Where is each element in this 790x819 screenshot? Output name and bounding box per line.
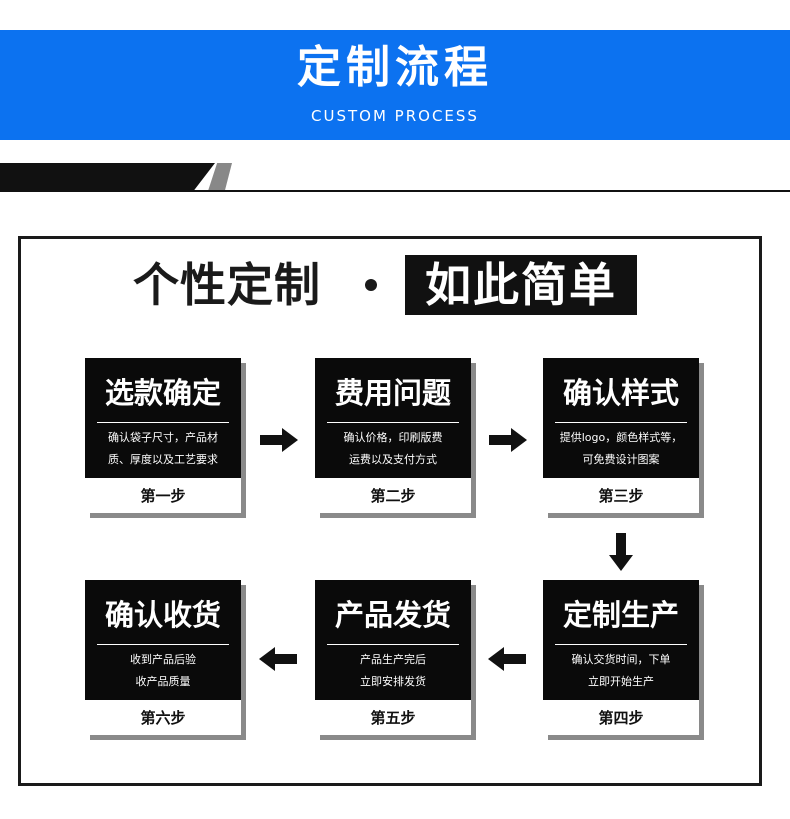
card-footer: 第三步 <box>543 478 699 513</box>
step-description-line-1: 产品生产完后 <box>360 653 426 666</box>
step-description-line-2: 可免费设计图案 <box>582 453 660 466</box>
step-card-5: 产品发货 产品生产完后 立即安排发货 第五步 <box>315 580 476 740</box>
section-tab-label: 定制流程/CUSTOM PROCESS <box>9 7 175 21</box>
step-description-line-1: 确认交货时间，下单 <box>571 653 671 666</box>
step-number: 第三步 <box>598 487 644 505</box>
step-description-line-1: 收到产品后验 <box>130 653 196 666</box>
card-body: 确认样式 提供logo，颜色样式等， 可免费设计图案 <box>543 358 699 478</box>
step-title: 费用问题 <box>334 376 451 410</box>
step-title: 选款确定 <box>104 376 221 410</box>
process-frame <box>18 236 762 786</box>
step-card-6: 确认收货 收到产品后验 收产品质量 第六步 <box>85 580 246 740</box>
step-number: 第四步 <box>598 709 644 727</box>
step-card-4: 定制生产 确认交货时间，下单 立即开始生产 第四步 <box>543 580 704 740</box>
card-footer: 第五步 <box>315 700 471 735</box>
headline-left: 个性定制 <box>133 258 321 312</box>
arrow-right-icon <box>260 428 298 452</box>
step-number: 第二步 <box>370 487 416 505</box>
headline-highlight: 如此简单 <box>405 255 637 315</box>
step-title: 产品发货 <box>334 598 451 632</box>
card-body: 费用问题 确认价格，印刷版费 运费以及支付方式 <box>315 358 471 478</box>
step-card-1: 选款确定 确认袋子尺寸，产品材 质、厚度以及工艺要求 第一步 <box>85 358 246 518</box>
step-title: 确认收货 <box>104 598 221 632</box>
banner-title: 定制流程 <box>297 42 493 93</box>
step-description-line-2: 立即开始生产 <box>588 675 654 688</box>
step-description-line-1: 提供logo，颜色样式等， <box>559 431 683 444</box>
step-card-2: 费用问题 确认价格，印刷版费 运费以及支付方式 第二步 <box>315 358 476 518</box>
step-description-line-2: 立即安排发货 <box>360 675 426 688</box>
card-divider <box>97 644 229 645</box>
card-footer: 第四步 <box>543 700 699 735</box>
card-divider <box>327 644 459 645</box>
step-description-line-1: 确认袋子尺寸，产品材 <box>108 431 218 444</box>
header-banner: 定制流程 CUSTOM PROCESS <box>0 30 790 140</box>
banner-subtitle: CUSTOM PROCESS <box>311 107 479 125</box>
step-number: 第五步 <box>370 709 416 727</box>
section-divider <box>0 190 790 192</box>
card-footer: 第六步 <box>85 700 241 735</box>
step-description-line-2: 收产品质量 <box>135 675 191 688</box>
card-body: 确认收货 收到产品后验 收产品质量 <box>85 580 241 700</box>
headline-right: 如此简单 <box>425 258 617 312</box>
card-footer: 第二步 <box>315 478 471 513</box>
step-card-3: 确认样式 提供logo，颜色样式等， 可免费设计图案 第三步 <box>543 358 704 518</box>
card-divider <box>97 422 229 423</box>
headline: 个性定制 如此简单 <box>0 255 790 315</box>
card-body: 选款确定 确认袋子尺寸，产品材 质、厚度以及工艺要求 <box>85 358 241 478</box>
step-title: 确认样式 <box>562 376 679 410</box>
arrow-left-icon <box>488 647 526 671</box>
card-footer: 第一步 <box>85 478 241 513</box>
card-divider <box>555 422 687 423</box>
section-tab <box>0 163 215 191</box>
card-body: 产品发货 产品生产完后 立即安排发货 <box>315 580 471 700</box>
card-divider <box>555 644 687 645</box>
step-description-line-2: 运费以及支付方式 <box>349 453 437 466</box>
step-number: 第六步 <box>140 709 186 727</box>
card-divider <box>327 422 459 423</box>
card-body: 定制生产 确认交货时间，下单 立即开始生产 <box>543 580 699 700</box>
step-description-line-1: 确认价格，印刷版费 <box>343 431 443 444</box>
step-title: 定制生产 <box>562 598 679 632</box>
arrow-right-icon <box>489 428 527 452</box>
arrow-down-icon <box>609 533 633 571</box>
step-description-line-2: 质、厚度以及工艺要求 <box>108 453 218 466</box>
headline-dot <box>365 279 377 291</box>
arrow-left-icon <box>259 647 297 671</box>
step-number: 第一步 <box>140 487 186 505</box>
